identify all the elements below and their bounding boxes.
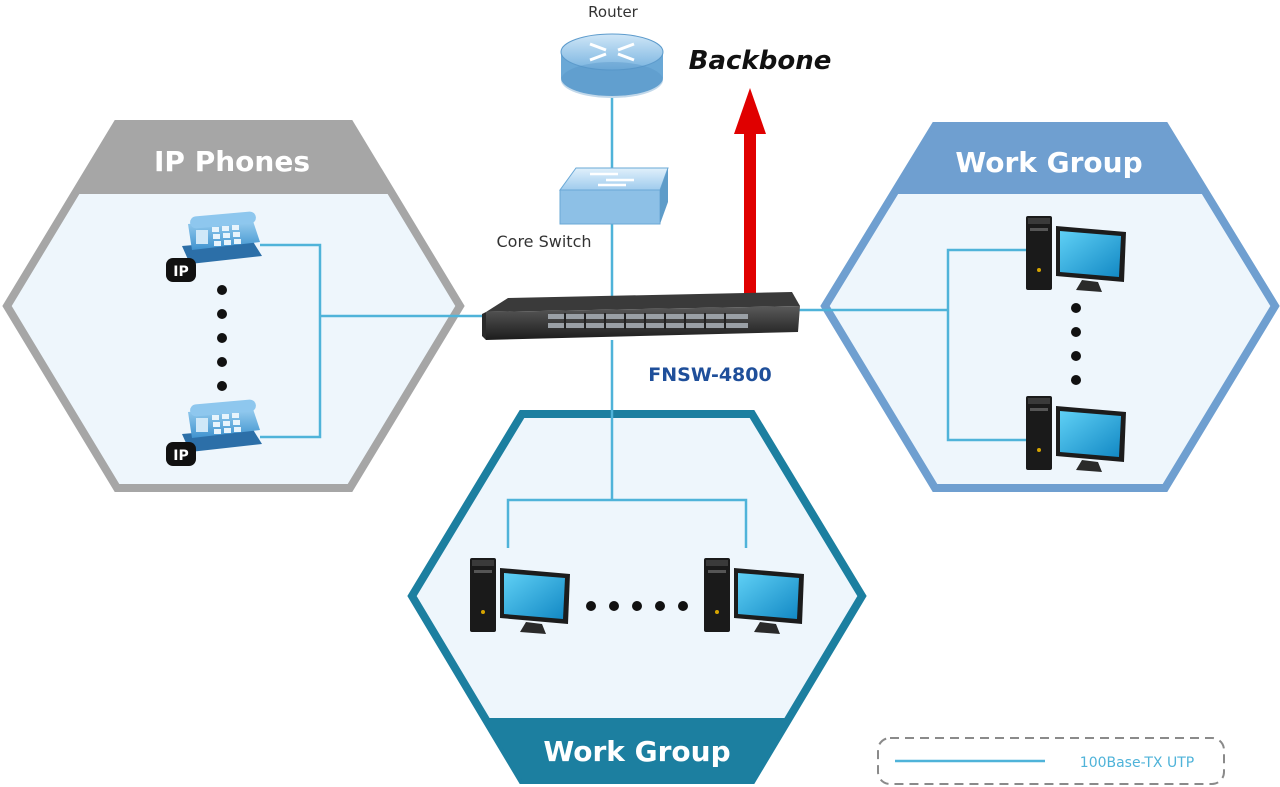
- ip-phones-header: [75, 124, 392, 194]
- main-switch-label: FNSW-4800: [648, 364, 771, 386]
- ip-badge-top: IP: [166, 258, 196, 282]
- legend: 100Base-TX UTP: [877, 737, 1225, 785]
- router-label: Router: [588, 3, 639, 21]
- ip-phone-top: IP: [166, 211, 262, 282]
- router-icon: [560, 33, 664, 98]
- bottom-work-group-header: [484, 718, 790, 780]
- right-work-group-title: Work Group: [955, 146, 1142, 179]
- ip-phone-icon: [182, 211, 262, 264]
- bottom-work-group: Work Group: [407, 410, 867, 784]
- ip-phones-ellipsis: [217, 285, 227, 391]
- backbone-label: Backbone: [689, 46, 832, 76]
- right-work-group-header: [893, 126, 1207, 194]
- ip-phone-bottom: IP: [166, 399, 262, 466]
- core-switch-label: Core Switch: [496, 232, 591, 251]
- bottom-group-ellipsis: [586, 601, 688, 611]
- main-switch: FNSW-4800: [482, 292, 800, 386]
- link-right-group-bus: [946, 248, 1030, 442]
- legend-box: [877, 737, 1225, 785]
- svg-text:IP: IP: [173, 448, 188, 464]
- svg-text:IP: IP: [173, 264, 188, 280]
- right-group-ellipsis: [1071, 303, 1081, 385]
- router: Router: [560, 3, 664, 98]
- bottom-work-group-title: Work Group: [543, 735, 730, 768]
- connection-lines: [260, 98, 1030, 548]
- link-bottom-group-pcs: [506, 498, 748, 548]
- link-ip-phones-bus: [260, 243, 322, 439]
- core-switch-icon: [559, 167, 669, 225]
- ip-phones-title: IP Phones: [154, 145, 310, 178]
- ip-badge-bottom: IP: [166, 442, 196, 466]
- core-switch: Core Switch: [496, 167, 669, 251]
- ip-phone-icon: [182, 399, 262, 452]
- right-work-group: Work Group: [820, 122, 1280, 492]
- main-switch-icon: [482, 292, 800, 340]
- backbone-arrow-icon: [734, 88, 766, 298]
- backbone: Backbone: [689, 46, 832, 298]
- legend-label: 100Base-TX UTP: [1080, 755, 1194, 771]
- ip-phones-group: IP Phones: [2, 120, 465, 492]
